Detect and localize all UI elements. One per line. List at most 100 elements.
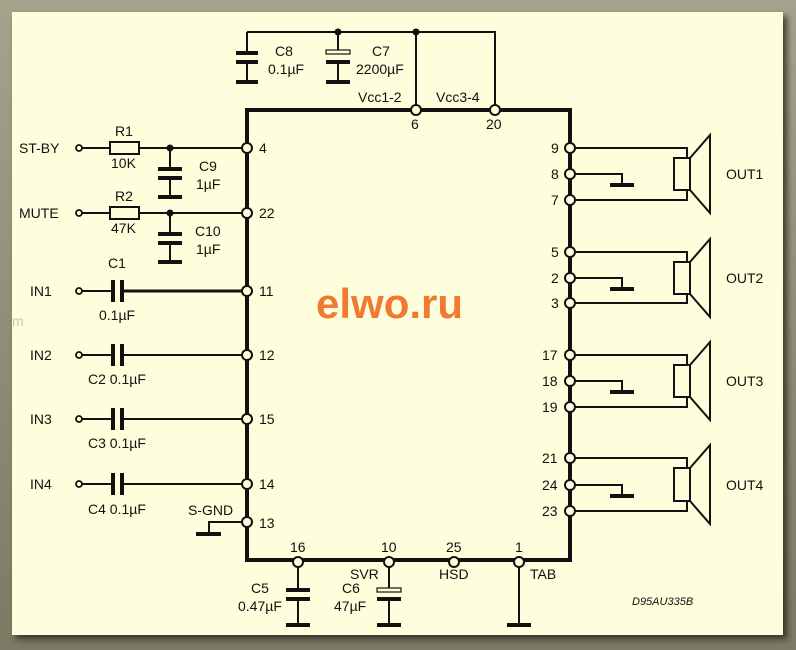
label-c1-value: 0.1µF	[99, 307, 135, 323]
label-svr: SVR	[350, 566, 379, 582]
label-vcc34: Vcc3-4	[436, 89, 480, 105]
input-in4	[82, 473, 247, 495]
label-in4: IN4	[30, 476, 52, 492]
pin-number: 15	[259, 411, 275, 427]
junction-dot	[412, 28, 420, 36]
label-c10-name: C10	[195, 223, 221, 239]
pin-8	[564, 168, 576, 180]
pin-number: 2	[551, 270, 559, 286]
pin-number: 6	[411, 116, 419, 132]
pin-number: 3	[551, 295, 559, 311]
terminal-in3[interactable]	[75, 415, 83, 423]
pin-number: 4	[259, 140, 267, 156]
resistor-r2	[109, 206, 140, 220]
label-r2-value: 47K	[111, 220, 137, 236]
pin-number: 23	[542, 503, 558, 519]
pin-15	[241, 413, 253, 425]
drawing-code: D95AU335B	[632, 596, 693, 608]
sgnd-ground	[196, 521, 247, 536]
pin-number: 25	[446, 539, 462, 555]
junction-dot	[334, 28, 342, 36]
terminal-mute[interactable]	[75, 209, 83, 217]
label-out2: OUT2	[726, 270, 764, 286]
label-c9-value: 1µF	[196, 176, 220, 192]
pin-6	[410, 104, 422, 116]
pin-24	[564, 479, 576, 491]
label-out4: OUT4	[726, 477, 764, 493]
pin-number: 7	[551, 192, 559, 208]
label-c8-value: 0.1µF	[268, 61, 304, 77]
label-c4: C4 0.1µF	[88, 501, 146, 517]
pin-number: 16	[290, 539, 306, 555]
pin-number: 1	[515, 539, 523, 555]
input-in3	[82, 408, 247, 430]
ic-pins	[241, 104, 576, 568]
label-c7-name: C7	[372, 43, 390, 59]
pin-number: 12	[259, 347, 275, 363]
pin-12	[241, 349, 253, 361]
pin-9	[564, 142, 576, 154]
label-c6-value: 47µF	[334, 598, 366, 614]
capacitor-c5	[286, 562, 310, 627]
supply-network	[246, 31, 496, 110]
pin-number: 17	[542, 347, 558, 363]
junction-dot	[166, 209, 174, 217]
label-in3: IN3	[30, 411, 52, 427]
label-sgnd: S-GND	[188, 502, 233, 518]
label-c3: C3 0.1µF	[88, 435, 146, 451]
label-tab: TAB	[530, 566, 556, 582]
pin-number: 18	[542, 373, 558, 389]
label-stby: ST-BY	[19, 140, 60, 156]
pin-25	[448, 556, 460, 568]
label-in2: IN2	[30, 347, 52, 363]
pin-number: 14	[259, 476, 275, 492]
label-r2-name: R2	[115, 188, 133, 204]
label-in1: IN1	[30, 283, 52, 299]
label-out3: OUT3	[726, 373, 764, 389]
junction-dot	[166, 144, 174, 152]
pin-number: 22	[259, 205, 275, 221]
terminal-in1[interactable]	[75, 287, 83, 295]
pin-23	[564, 505, 576, 517]
label-c2: C2 0.1µF	[88, 371, 146, 387]
pin-5	[564, 246, 576, 258]
pin-3	[564, 297, 576, 309]
pin-number: 8	[551, 166, 559, 182]
pin-20	[489, 104, 501, 116]
speaker-out3	[570, 339, 711, 423]
pin-13	[241, 516, 253, 528]
input-terminals	[75, 144, 83, 488]
label-mute: MUTE	[19, 205, 59, 221]
label-c9-name: C9	[199, 158, 217, 174]
pin-10	[383, 556, 395, 568]
pin-number: 13	[259, 515, 275, 531]
pin-number: 9	[551, 140, 559, 156]
pin-16	[292, 556, 304, 568]
label-hsd: HSD	[439, 566, 469, 582]
terminal-in4[interactable]	[75, 480, 83, 488]
edge-artifact: m	[12, 313, 24, 329]
label-c8-name: C8	[275, 43, 293, 59]
label-c7-value: 2200µF	[356, 61, 404, 77]
label-c5-name: C5	[251, 580, 269, 596]
pin-11	[241, 285, 253, 297]
resistor-r1	[109, 141, 140, 155]
capacitor-c6	[376, 562, 402, 627]
pin-19	[564, 401, 576, 413]
pin-2	[564, 272, 576, 284]
terminal-stby[interactable]	[75, 144, 83, 152]
input-in1	[82, 280, 247, 302]
pin-number: 10	[381, 539, 397, 555]
mute-network	[82, 212, 247, 262]
pin-22	[241, 207, 253, 219]
capacitor-c8	[236, 51, 258, 84]
pin-numbers: 4 22 11 12 15 14 13 6 20 16 10 25 1 9 8 …	[259, 116, 559, 555]
pin-number: 11	[259, 283, 274, 299]
pin-1	[513, 556, 525, 568]
capacitor-c10	[158, 232, 182, 264]
pin-number: 21	[542, 450, 558, 466]
ic-body	[245, 108, 572, 562]
terminal-in2[interactable]	[75, 351, 83, 359]
pin-14	[241, 478, 253, 490]
